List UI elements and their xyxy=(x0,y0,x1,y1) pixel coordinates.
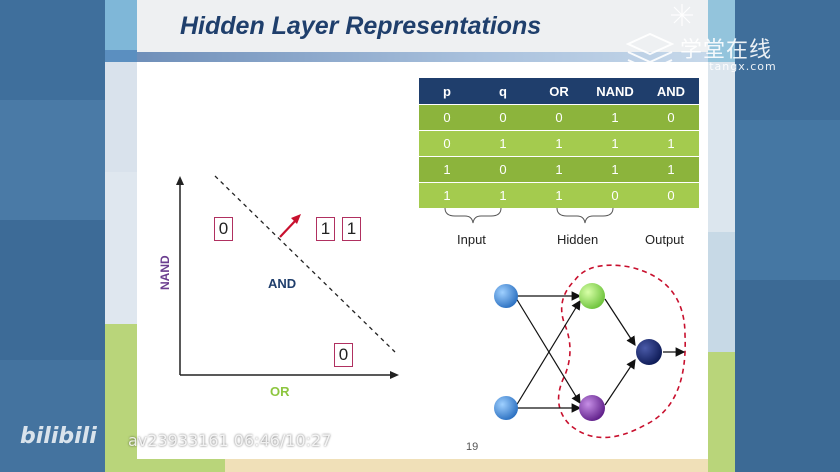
table-row: 1 1 1 0 0 xyxy=(419,182,699,208)
edge xyxy=(604,359,636,406)
direction-arrow-head xyxy=(291,214,301,224)
box-bottom: 0 xyxy=(334,343,353,367)
y-axis-label: NAND xyxy=(158,255,172,290)
table-cell: 0 xyxy=(643,104,699,131)
header-or: OR xyxy=(531,78,587,105)
table-group-braces xyxy=(444,207,614,224)
table-cell: 1 xyxy=(475,130,531,157)
table-cell: 0 xyxy=(475,156,531,183)
table-cell: 1 xyxy=(587,156,643,183)
table-cell: 0 xyxy=(531,104,587,131)
table-cell: 0 xyxy=(643,182,699,208)
input-node-q xyxy=(494,396,518,420)
input-group-label: Input xyxy=(457,232,486,247)
slide-title: Hidden Layer Representations xyxy=(180,12,542,40)
y-axis-arrow xyxy=(176,176,184,185)
xuetang-watermark-cn: 学堂在线 xyxy=(680,38,773,63)
hidden-layer-boundary xyxy=(557,264,686,439)
decision-plot xyxy=(176,175,399,379)
video-info-watermark: av23933161 06:46/10:27 xyxy=(128,431,332,450)
output-node-and xyxy=(636,339,662,365)
table-header-row: p q OR NAND AND xyxy=(419,78,699,105)
x-axis-arrow xyxy=(390,371,399,379)
table-row: 0 1 1 1 1 xyxy=(419,130,699,157)
edge xyxy=(604,298,636,347)
title-underline xyxy=(137,52,708,62)
table-cell: 1 xyxy=(531,156,587,183)
input-node-p xyxy=(494,284,518,308)
network-diagram xyxy=(494,264,686,439)
table-cell: 0 xyxy=(419,130,475,157)
x-axis-label: OR xyxy=(270,384,290,399)
table-cell: 1 xyxy=(419,156,475,183)
hidden-node-or xyxy=(579,283,605,309)
table-cell: 1 xyxy=(419,182,475,208)
hidden-group-label: Hidden xyxy=(557,232,599,247)
slide-right-strip xyxy=(708,0,735,472)
table-cell: 0 xyxy=(475,104,531,131)
table-cell: 1 xyxy=(587,104,643,131)
table-cell: 0 xyxy=(419,104,475,131)
xuetang-watermark-en: xuetangx.com xyxy=(686,60,777,73)
table-cell: 0 xyxy=(587,182,643,208)
direction-arrow xyxy=(279,219,297,238)
table-row: 0 0 0 1 0 xyxy=(419,104,699,131)
hidden-node-nand xyxy=(579,395,605,421)
page-number: 19 xyxy=(466,441,479,453)
header-p: p xyxy=(419,78,475,105)
box-top-right-b: 1 xyxy=(342,217,361,241)
edge xyxy=(515,297,581,405)
header-nand: NAND xyxy=(587,78,643,105)
slide-left-strip xyxy=(105,0,137,472)
truth-table: p q OR NAND AND 0 0 0 1 0 0 1 1 1 1 1 0 … xyxy=(419,78,699,208)
bottom-strip-left xyxy=(105,459,225,472)
table-cell: 1 xyxy=(643,156,699,183)
header-and: AND xyxy=(643,78,699,105)
edge xyxy=(515,299,581,407)
box-top-left: 0 xyxy=(214,217,233,241)
bilibili-logo: bilibili xyxy=(20,424,97,449)
region-label: AND xyxy=(268,276,297,291)
decision-boundary xyxy=(214,175,396,353)
bottom-strip-right xyxy=(225,459,708,472)
box-top-right-a: 1 xyxy=(316,217,335,241)
title-band xyxy=(137,0,708,52)
xuetang-logo-icon xyxy=(625,32,675,72)
table-cell: 1 xyxy=(531,182,587,208)
sparkle-icon xyxy=(671,4,693,26)
table-cell: 1 xyxy=(643,130,699,157)
table-cell: 1 xyxy=(531,130,587,157)
output-group-label: Output xyxy=(645,232,685,247)
table-cell: 1 xyxy=(587,130,643,157)
header-q: q xyxy=(475,78,531,105)
table-row: 1 0 1 1 1 xyxy=(419,156,699,183)
table-cell: 1 xyxy=(475,182,531,208)
